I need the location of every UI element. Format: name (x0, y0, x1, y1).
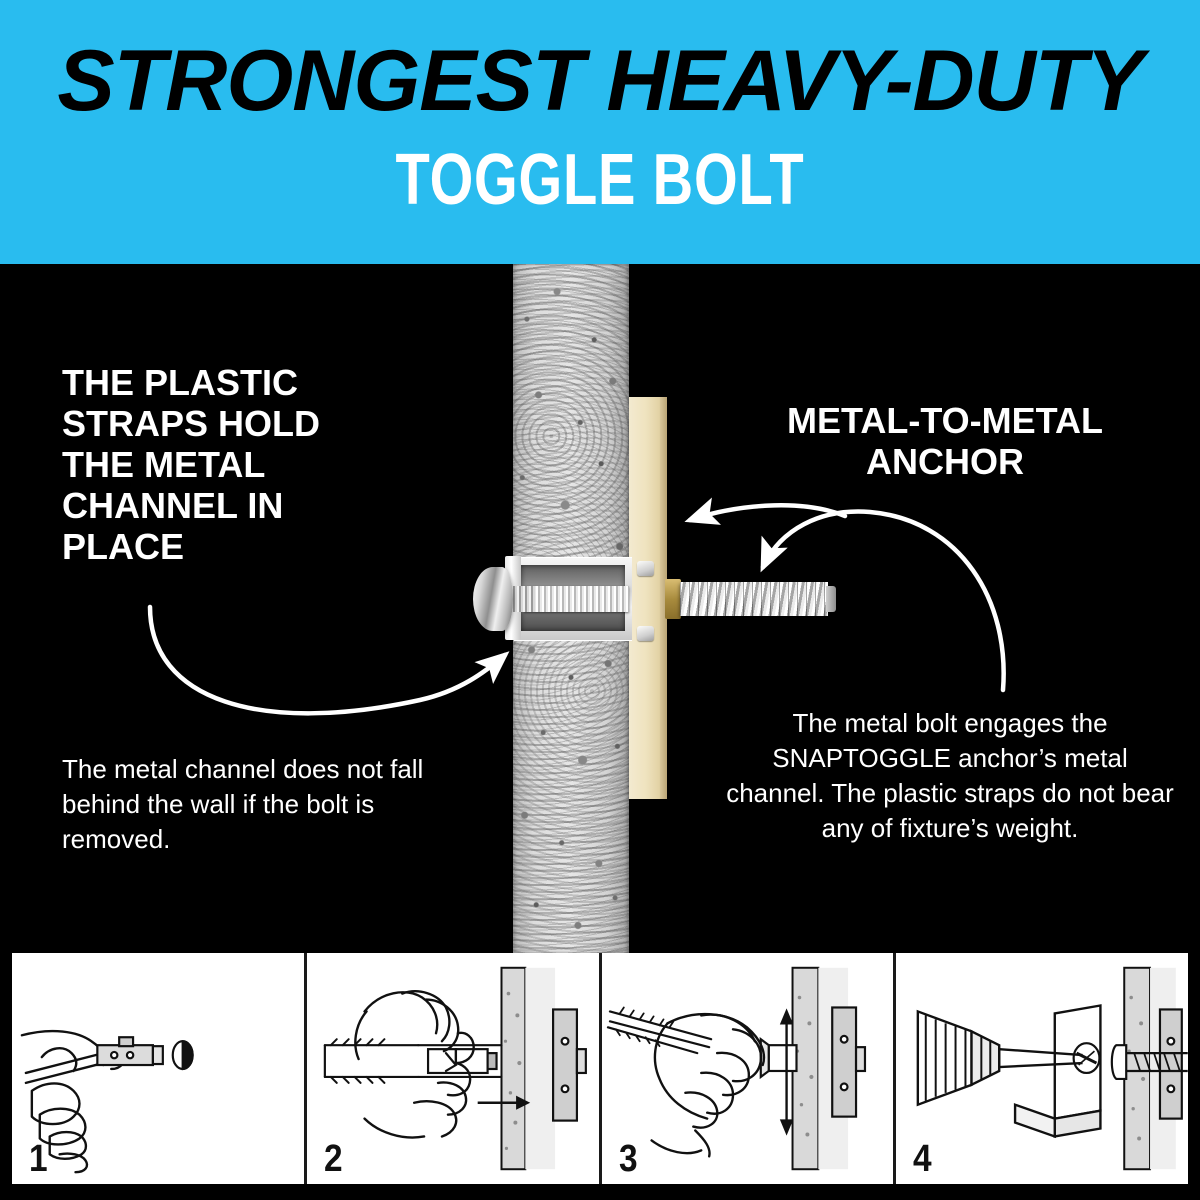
header-title-line1: STRONGEST HEAVY-DUTY (57, 33, 1143, 129)
header-title-line2: TOGGLE BOLT (395, 140, 805, 220)
step-2-number: 2 (323, 1138, 343, 1180)
brass-collar (665, 579, 681, 619)
step-1-number: 1 (29, 1138, 48, 1180)
left-callout-heading: THE PLASTIC STRAPS HOLD THE METAL CHANNE… (62, 362, 321, 567)
screw-head (473, 567, 513, 631)
step-4-number: 4 (913, 1138, 932, 1180)
plate-rivet-bottom (637, 626, 654, 641)
mounting-plate-edge (660, 397, 667, 799)
step-3-illustration (606, 966, 866, 1171)
step-4-illustration (916, 966, 1188, 1171)
step-1-illustration (20, 1029, 194, 1174)
right-callout-heading: METAL-TO-METAL ANCHOR (787, 400, 1103, 482)
step-2: 2 (303, 953, 599, 1184)
header-band: STRONGEST HEAVY-DUTY TOGGLE BOLT (0, 0, 1200, 264)
right-callout-body: The metal bolt engages the SNAPTOGGLE an… (726, 708, 1174, 843)
step-4: 4 (893, 953, 1188, 1184)
bolt-shank-inside-channel (524, 586, 629, 612)
steps-panel: 1 (12, 953, 1188, 1184)
plate-rivet-top (637, 561, 654, 576)
steps-strip: 1 (0, 953, 1200, 1200)
step-3: 3 (598, 953, 894, 1184)
step-1: 1 (12, 953, 304, 1184)
step-3-number: 3 (618, 1138, 638, 1180)
step-2-illustration (323, 966, 587, 1171)
left-callout-body: The metal channel does not fall behind t… (62, 754, 424, 854)
mounting-plate (629, 397, 666, 799)
bolt-tip (826, 586, 836, 612)
threaded-bolt (680, 582, 828, 616)
